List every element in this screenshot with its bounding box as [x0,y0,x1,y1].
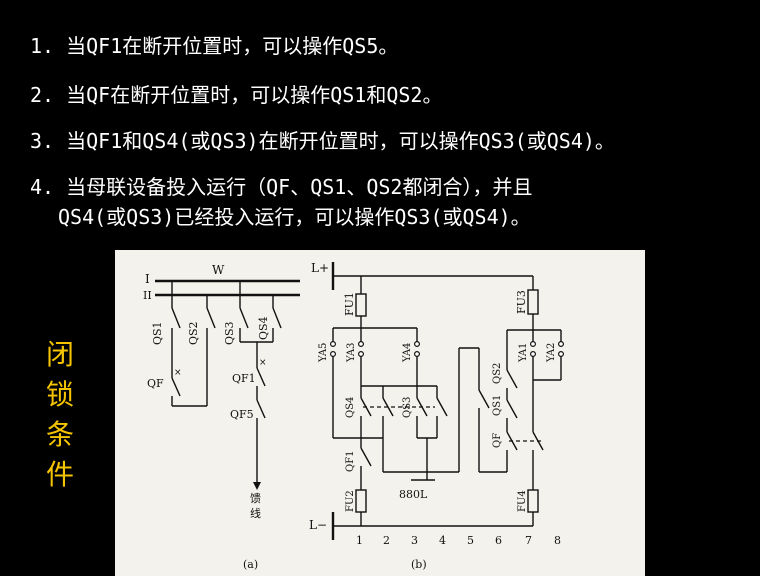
rule-2: 2. 当QF在断开位置时，可以操作QS1和QS2。 [30,80,442,110]
qf5-switch [256,399,266,419]
node-5: 5 [467,534,474,547]
qf1-breaker [256,367,266,387]
qs4-switch [272,307,282,329]
rule-4-text: 当母联设备投入运行（QF、QS1、QS2都闭合），并且 [66,175,533,199]
b-lplus-label: L+ [311,261,329,275]
b-qf-label: QF [492,433,503,448]
b-fu2-label: FU2 [345,490,356,512]
rule-3-text: 当QF1和QS4(或QS3)在断开位置时，可以操作QS3(或QS4)。 [66,129,615,153]
b-ya3-label: YA3 [346,343,357,363]
diagram-a: I II W × QS1 QS2 QF [143,263,300,571]
node-2: 2 [383,534,390,547]
a-qf1-label: QF1 [232,372,256,385]
coupler-bay: × QS1 QS2 QF [147,281,216,407]
b-qs-contact-left [478,389,490,409]
b-qs1-contact [506,399,518,419]
bus-w-label: W [212,263,225,277]
fu2-fuse [355,489,367,513]
a-qs2-label: QS2 [187,321,200,345]
svg-text:×: × [259,358,267,368]
b-qs1-label: QS1 [492,395,503,416]
b-lminus-label: L− [309,518,327,532]
svg-text:×: × [174,368,182,378]
title-char-2: 锁 [45,378,74,411]
fu4-fuse [527,489,539,513]
rule-4: 4. 当母联设备投入运行（QF、QS1、QS2都闭合），并且 [30,172,532,202]
node-8: 8 [554,534,561,547]
interlock-diagram-svg: I II W × QS1 QS2 QF [143,261,565,571]
qs1-switch [171,307,181,329]
title-char-1: 闭 [45,338,74,371]
b-qs3-label: QS3 [402,397,413,418]
b-fu1-label: FU1 [343,292,356,316]
title-char-3: 条 [45,418,74,451]
title-char-4: 件 [45,458,74,491]
rule-4-continued: QS4(或QS3)已经投入运行，可以操作QS3(或QS4)。 [58,202,531,232]
caption-a: (a) [243,558,258,571]
qs3-switch [239,307,249,329]
a-feeder-char-1: 馈 [250,492,261,505]
b-ya2-label: YA2 [546,343,557,363]
a-qs4-label: QS4 [257,316,270,340]
b-qf1-label: QF1 [345,451,356,473]
caption-b: (b) [411,558,427,571]
bus-i-label: I [145,272,150,286]
b-ya1-label: YA1 [518,343,529,363]
interlock-conditions-title: 闭 锁 条 件 [40,335,80,495]
b-880l-label: 880L [399,488,428,501]
node-6: 6 [495,534,502,547]
node-7: 7 [525,534,532,547]
b-fu3-label: FU3 [515,290,528,314]
node-1: 1 [356,534,363,547]
rule-2-number: 2. [30,83,55,107]
feeder-arrow [253,482,261,490]
node-3: 3 [411,534,418,547]
a-qs1-label: QS1 [151,321,164,345]
qf-breaker [171,377,181,397]
qs2-switch [206,307,216,329]
node-4: 4 [439,534,446,547]
a-feeder-char-2: 线 [250,506,261,520]
b-fu4-label: FU4 [517,490,528,512]
a-qs3-label: QS3 [223,321,236,345]
rule-3: 3. 当QF1和QS4(或QS3)在断开位置时，可以操作QS3(或QS4)。 [30,126,615,156]
b-qf1-contact [360,447,372,467]
rule-1-text: 当QF1在断开位置时，可以操作QS5。 [66,34,399,58]
interlock-figure: I II W × QS1 QS2 QF [115,250,645,576]
b-ya5-label: YA5 [318,343,329,363]
rule-2-text: 当QF在断开位置时，可以操作QS1和QS2。 [66,83,443,107]
b-qs3-contact-1 [416,397,428,417]
rule-4-number: 4. [30,175,55,199]
rule-3-number: 3. [30,129,55,153]
a-qf5-label: QF5 [230,408,254,421]
b-qs3-contact-2 [436,397,448,417]
b-qs2-label: QS2 [492,363,503,384]
b-qs2-contact [506,369,518,389]
fu1-fuse [355,293,367,317]
a-qf-label: QF [147,377,164,390]
b-ya4-label: YA4 [402,343,413,363]
diagram-b: L+ L− FU1 YA5 YA3 YA4 [309,261,565,571]
feeder-bay: × QS3 QS4 QF1 QF5 馈 线 [223,281,282,520]
b-qs4-label: QS4 [345,397,356,418]
rule-4-text-line2: QS4(或QS3)已经投入运行，可以操作QS3(或QS4)。 [58,205,531,229]
bus-ii-label: II [143,289,152,302]
rule-1-number: 1. [30,34,55,58]
fu3-fuse [527,289,539,315]
rule-1: 1. 当QF1在断开位置时，可以操作QS5。 [30,31,398,61]
